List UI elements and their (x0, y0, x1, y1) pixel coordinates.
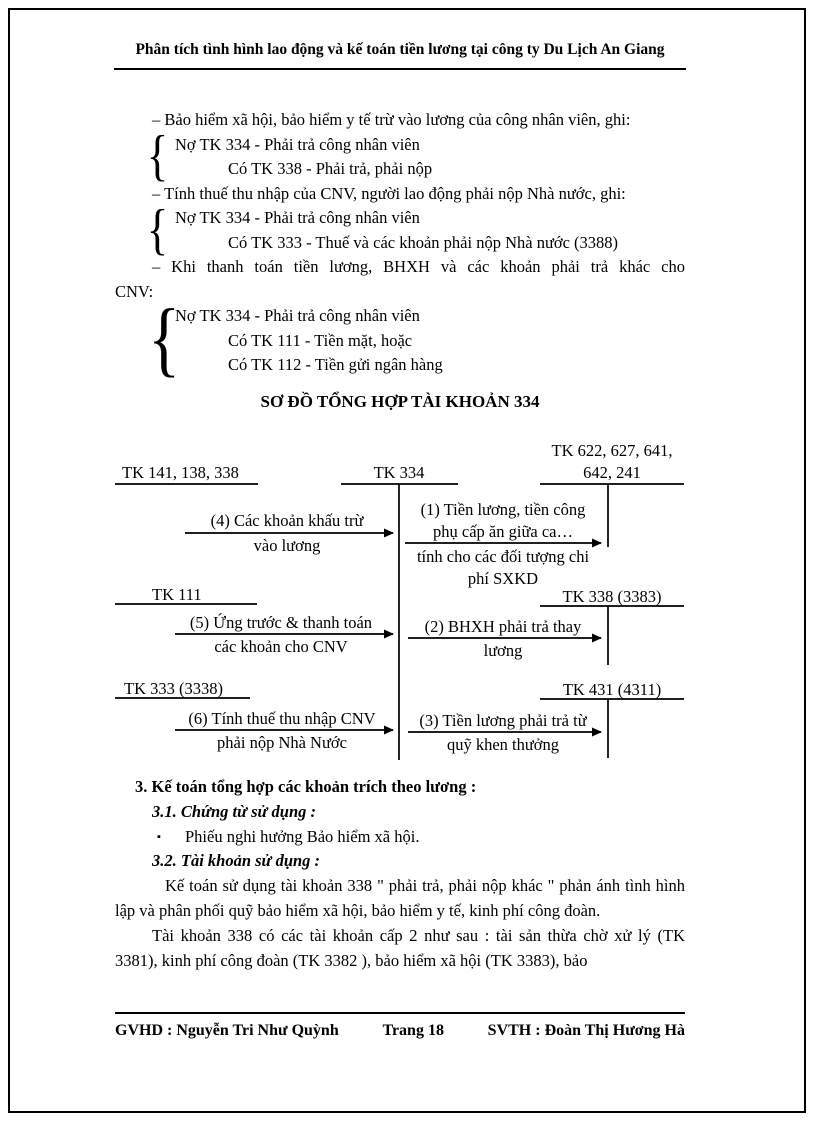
journal-entries: – Bảo hiểm xã hội, bảo hiểm y tế trừ vào… (115, 108, 685, 381)
body-paragraph: Kế toán sử dụng tài khoản 338 " phải trả… (115, 876, 685, 920)
t-account-diagram-svg: TK 622, 627, 641, 642, 241 TK 141, 138, … (115, 441, 684, 760)
journal-credit-line: Có TK 338 - Phải trả, phải nộp (228, 159, 433, 178)
section-heading: 3. Kế toán tổng hợp các khoản trích theo… (135, 777, 477, 796)
t-account-diagram: TK 622, 627, 641, 642, 241 TK 141, 138, … (115, 435, 685, 767)
account-label-tk333: TK 333 (3338) (124, 679, 223, 698)
square-bullet-icon: ▪ (157, 830, 161, 843)
entry-intro: – Khi thanh toán tiền lương, BHXH và các… (152, 257, 685, 276)
account-label-tk622-line2: 642, 241 (583, 463, 641, 482)
footer-gvhd: GVHD : Nguyễn Tri Như Quỳnh (115, 1022, 339, 1039)
brace-icon: { (148, 292, 181, 386)
account-label-tk334: TK 334 (374, 463, 425, 482)
page-header-title: Phân tích tình hình lao động và kế toán … (114, 40, 686, 70)
journal-entry: { Nợ TK 334 - Phải trả công nhân viên Có… (115, 297, 685, 381)
flow1-label-line1: (1) Tiền lương, tiền công (421, 500, 586, 519)
journal-entry: { Nợ TK 334 - Phải trả công nhân viên Có… (115, 201, 685, 257)
account-label-tk141: TK 141, 138, 338 (122, 463, 239, 482)
subsection-3-1-heading: 3.1. Chứng từ sử dụng : (152, 801, 316, 821)
flow6-label-line1: (6) Tính thuế thu nhập CNV (188, 709, 375, 728)
journal-debit-line: Nợ TK 334 - Phải trả công nhân viên (175, 306, 420, 325)
flow1-label-line4: phí SXKD (468, 569, 538, 588)
footer-page-number: Trang 18 (382, 1022, 444, 1039)
flow1-label-line2: phụ cấp ăn giữa ca… (433, 522, 573, 541)
bullet-item-text: Phiếu nghi hưởng Bảo hiểm xã hội. (185, 826, 420, 846)
brace-icon: { (146, 198, 169, 261)
account-label-tk622-line1: TK 622, 627, 641, (552, 441, 673, 460)
page-border-frame (8, 8, 806, 1113)
entry-intro: – Tính thuế thu nhập của CNV, người lao … (152, 183, 626, 203)
brace-icon: { (146, 124, 169, 187)
account-label-tk111: TK 111 (152, 585, 202, 604)
journal-credit-line: Có TK 111 - Tiền mặt, hoặc (228, 330, 413, 350)
journal-credit-line: Có TK 112 - Tiền gửi ngân hàng (228, 355, 443, 374)
footer-svth: SVTH : Đoàn Thị Hương Hà (487, 1022, 685, 1039)
flow6-label-line2: phải nộp Nhà Nước (217, 733, 347, 752)
subsection-3-2-heading: 3.2. Tài khoản sử dụng : (152, 851, 321, 871)
account-label-tk431: TK 431 (4311) (563, 680, 661, 699)
flow2-label-line1: (2) BHXH phải trả thay (425, 617, 582, 636)
entry-intro-continuation: CNV: (115, 281, 154, 301)
bullet-item: ▪ Phiếu nghi hưởng Bảo hiểm xã hội. (115, 825, 685, 850)
flow3-label-line2: quỹ khen thưởng (447, 735, 559, 754)
flow3-label-line1: (3) Tiền lương phải trả từ (419, 711, 587, 730)
flow2-label-line2: lương (484, 641, 523, 660)
flow4-label-line2: vào lương (254, 536, 321, 555)
journal-credit-line: Có TK 333 - Thuế và các khoản phải nộp N… (228, 232, 619, 252)
flow5-label-line1: (5) Ứng trước & thanh toán (190, 613, 372, 632)
diagram-title: SƠ ĐỒ TỔNG HỢP TÀI KHOẢN 334 (260, 392, 540, 411)
page-footer: GVHD : Nguyễn Tri Như Quỳnh Trang 18 SVT… (115, 1012, 685, 1040)
flow5-label-line2: các khoản cho CNV (214, 637, 347, 656)
flow1-label-line3: tính cho các đối tượng chi (417, 547, 589, 566)
flow4-label-line1: (4) Các khoản khấu trừ (211, 511, 365, 530)
journal-debit-line: Nợ TK 334 - Phải trả công nhân viên (175, 208, 420, 227)
journal-debit-line: Nợ TK 334 - Phải trả công nhân viên (175, 134, 420, 154)
entry-intro: – Bảo hiểm xã hội, bảo hiểm y tế trừ vào… (152, 110, 631, 129)
section-3: 3. Kế toán tổng hợp các khoản trích theo… (115, 775, 685, 973)
body-paragraph: Tài khoản 338 có các tài khoản cấp 2 như… (115, 925, 685, 970)
journal-entry: { Nợ TK 334 - Phải trả công nhân viên Có… (115, 128, 685, 184)
account-label-tk338: TK 338 (3383) (563, 587, 662, 606)
